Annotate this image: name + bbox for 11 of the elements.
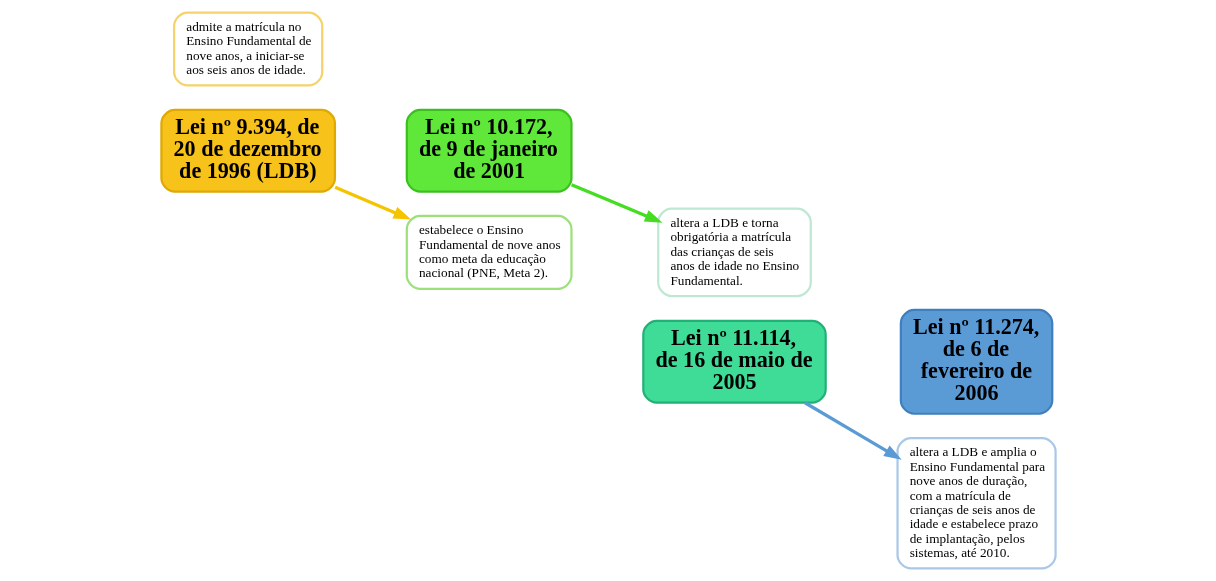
node-box: Lei nº 10.172, de 9 de janeiro de 2001 — [405, 108, 573, 193]
node-box: admite a matrícula no Ensino Fundamental de nove anos, a iniciar-se aos seis anos de idade. — [172, 11, 323, 87]
node-box: Lei nº 11.274, de 6 de fevereiro de 2006 — [899, 308, 1053, 415]
node-box: Lei nº 11.114, de 16 de maio de 2005 — [641, 319, 827, 404]
arrow — [334, 185, 411, 220]
arrow — [803, 401, 902, 460]
node-box: altera a LDB e torna obrigatória a matrícula das crianças de seis anos de idade no Ensino Fundamental. — [656, 207, 812, 298]
node-box: Lei nº 9.394, de 20 de dezembro de 1996 (LDB) — [159, 108, 336, 193]
node-box: estabelece o Ensino Fundamental de nove anos como meta da educação nacional (PNE, Meta 2). — [405, 214, 573, 290]
node-box: altera a LDB e amplia o Ensino Fundamental para nove anos de duração, com a matrícula de crianças de seis anos de idade e estabelece prazo de implantação, pelos sistemas, até 2010. — [895, 436, 1057, 570]
arrow — [570, 183, 663, 223]
